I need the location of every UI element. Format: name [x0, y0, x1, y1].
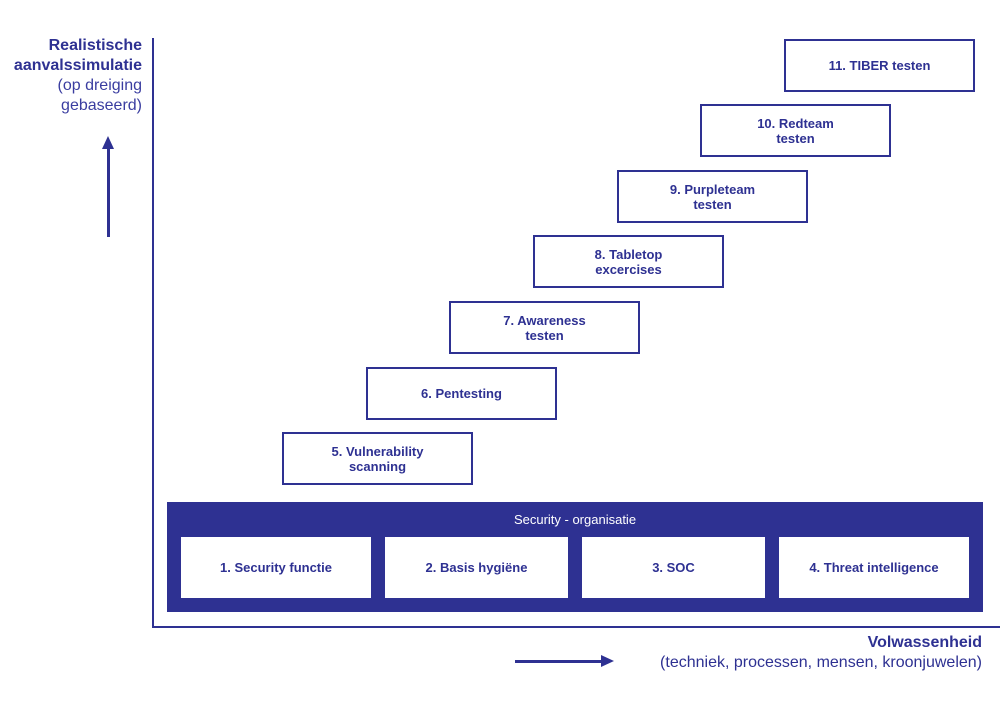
step-label-line2: testen: [525, 327, 564, 343]
step-label-line2: scanning: [348, 458, 407, 474]
step-11-tiber-testen: 11. TIBER testen: [784, 39, 975, 92]
x-axis-title: Volwassenheid: [867, 634, 982, 651]
step-label-line1: 6. Pentesting: [421, 386, 502, 401]
y-axis-title-line2: aanvalssimulatie: [13, 57, 142, 74]
org-item-security-functie: 1. Security functie: [181, 537, 371, 598]
organisation-title: Security - organisatie: [513, 512, 637, 527]
right-arrow-shaft: [515, 660, 603, 663]
step-label-line1: 10. Redteam: [757, 115, 834, 131]
y-axis-subtitle-line1: (op dreiging: [57, 77, 143, 94]
step-label-line2: excercises: [595, 261, 662, 277]
x-axis-subtitle: (techniek, processen, mensen, kroonjuwel…: [660, 654, 982, 671]
y-axis-subtitle-line2: gebaseerd): [61, 97, 142, 114]
security-organisation-block: Security - organisatie 1. Security funct…: [167, 502, 983, 612]
org-item-threat-intelligence: 4. Threat intelligence: [779, 537, 969, 598]
step-label-line1: 8. Tabletop: [594, 246, 663, 262]
step-label-line2: testen: [693, 196, 732, 212]
horizontal-axis-line: [152, 626, 1000, 628]
org-item-basis-hygiene: 2. Basis hygiëne: [385, 537, 568, 598]
step-label-line2: testen: [776, 130, 815, 146]
step-label-line1: 9. Purpleteam: [669, 181, 756, 197]
step-label-line1: 5. Vulnerability: [331, 443, 424, 459]
org-item-soc: 3. SOC: [582, 537, 765, 598]
right-arrow-icon: [601, 655, 614, 667]
y-axis-label: Realistische aanvalssimulatie (op dreigi…: [0, 36, 142, 116]
up-arrow-icon: [102, 136, 114, 149]
up-arrow-shaft: [107, 148, 110, 237]
step-label-line1: 7. Awareness: [503, 312, 586, 328]
x-axis-label: Volwassenheid (techniek, processen, mens…: [660, 633, 982, 673]
step-6-pentesting: 6. Pentesting: [366, 367, 557, 420]
y-axis-title-line1: Realistische: [48, 37, 142, 54]
vertical-axis-line: [152, 38, 154, 628]
step-label-line1: 11. TIBER testen: [828, 58, 931, 73]
